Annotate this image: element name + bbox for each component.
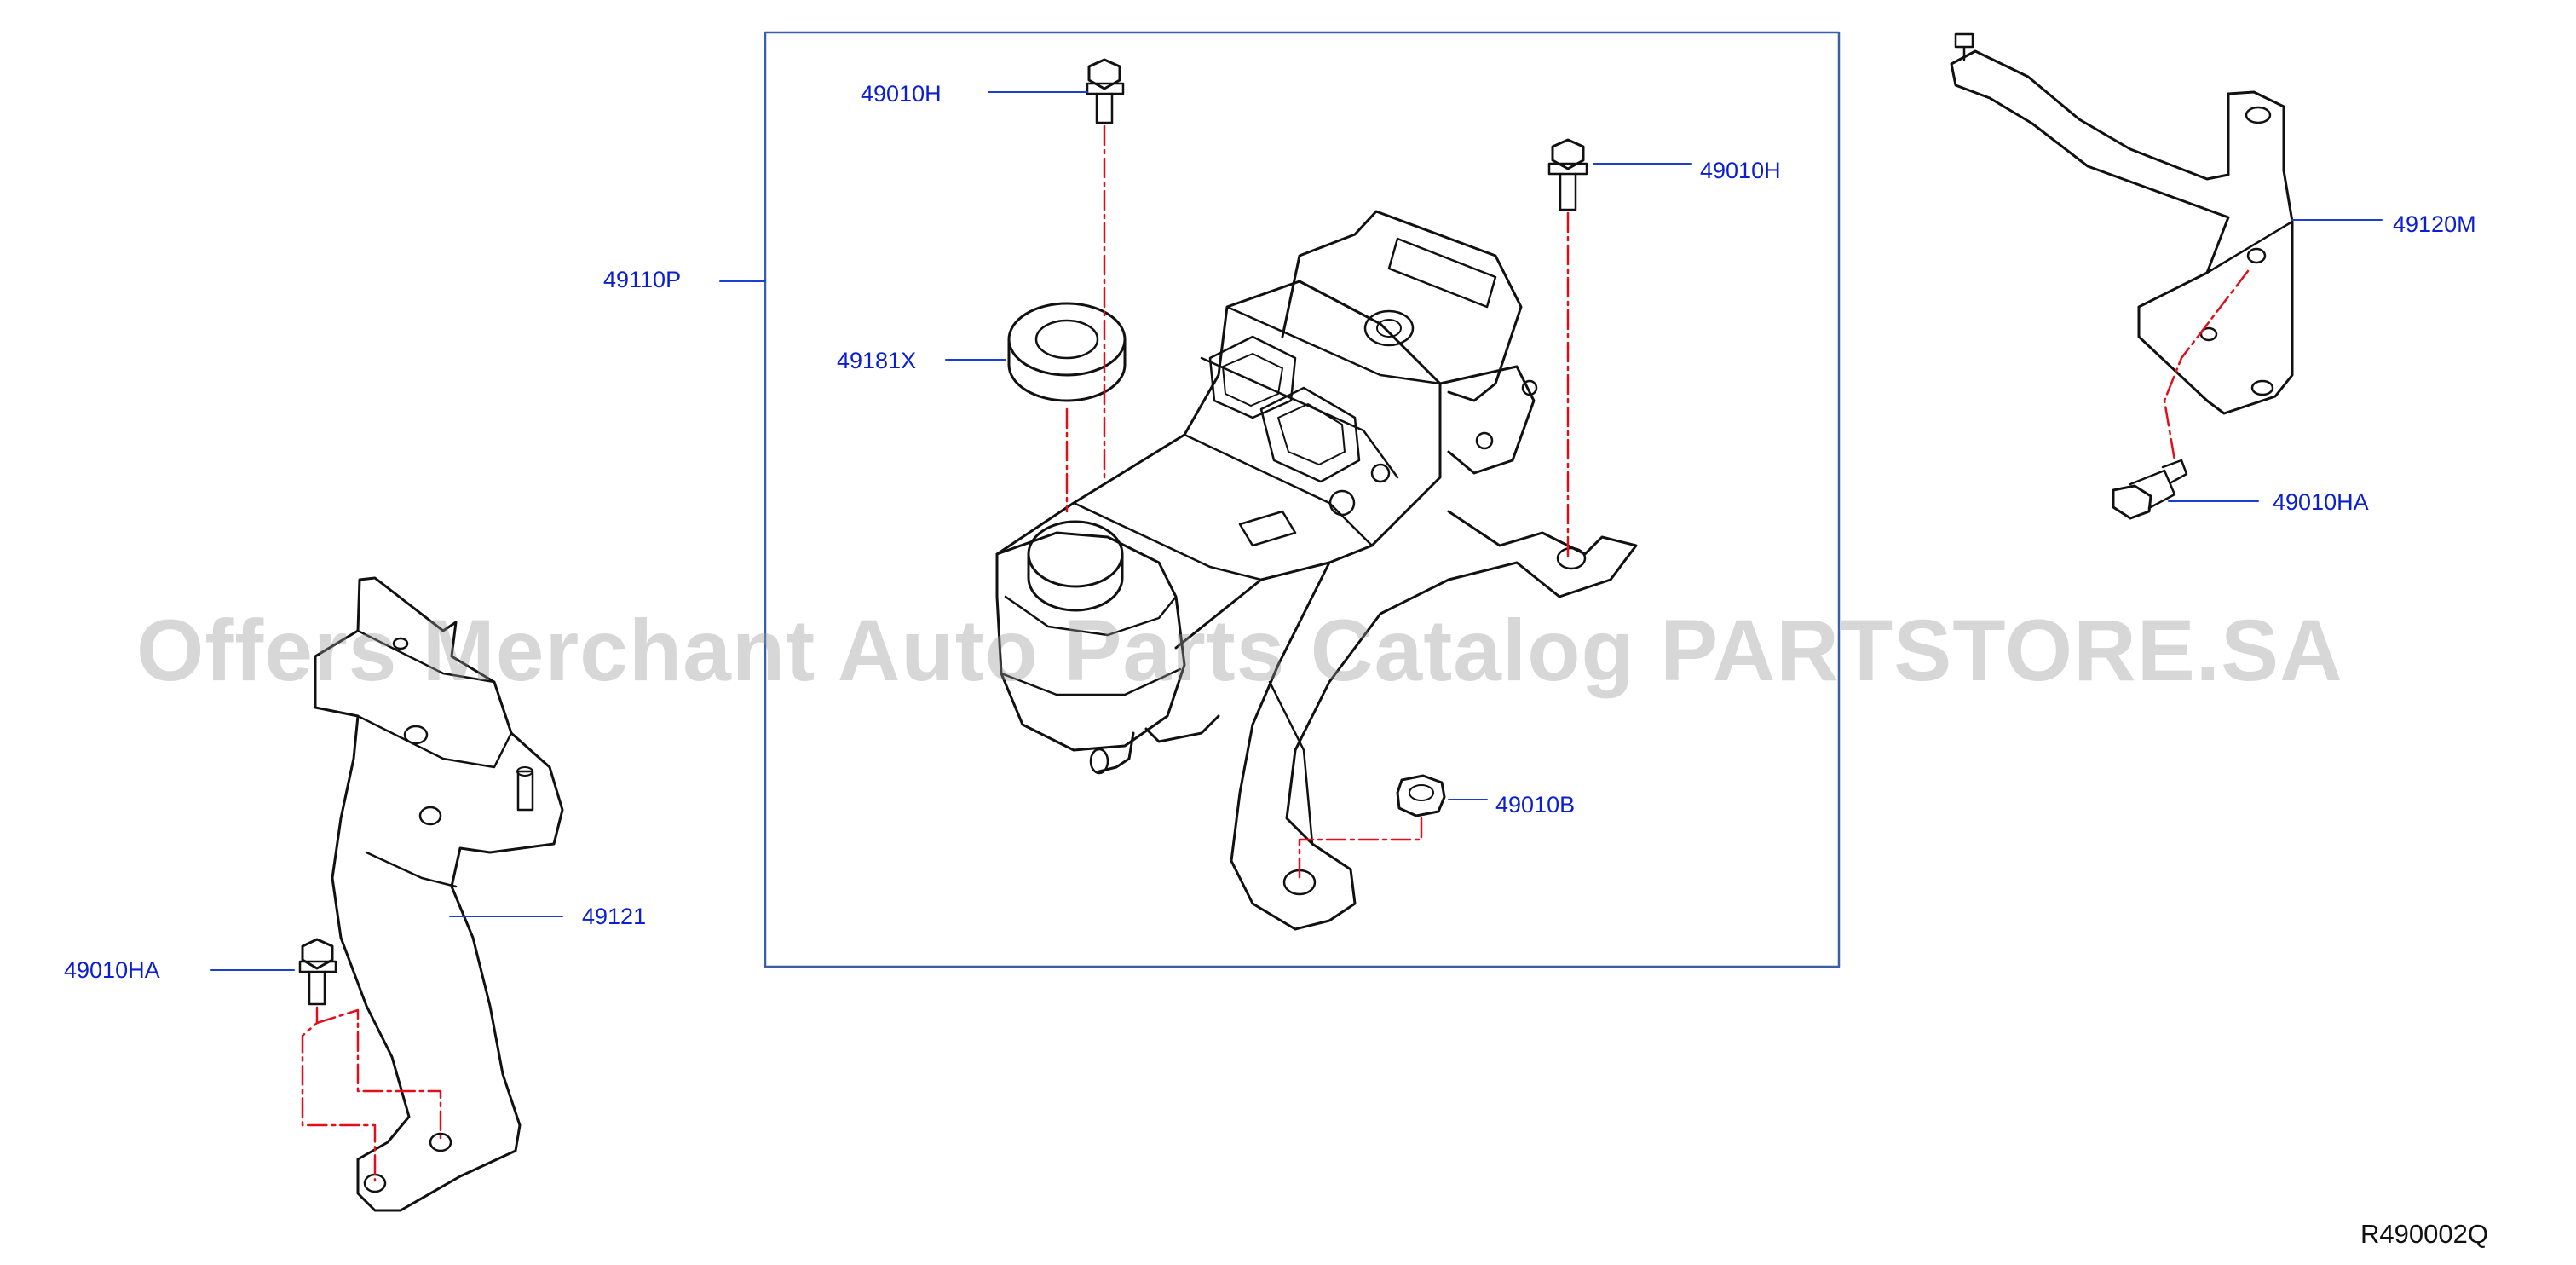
assembly-frame (764, 31, 1841, 968)
bolt-49010H-left (1086, 58, 1125, 124)
callout-49010H-right[interactable]: 49010H (1700, 158, 1781, 183)
callout-49010HA-right[interactable]: 49010HA (2273, 489, 2369, 515)
callout-49010HA-left[interactable]: 49010HA (64, 957, 160, 983)
callout-leaders (210, 91, 2383, 971)
assembly-centerlines (301, 124, 2250, 1182)
bolt-49010H-right (1547, 138, 1588, 211)
drawing-code: R490002Q (2360, 1219, 2488, 1249)
callout-49010H-left[interactable]: 49010H (861, 81, 942, 107)
bolt-49010HA-right (2112, 459, 2188, 520)
bracket-49120M (1950, 32, 2294, 415)
callout-49110P[interactable]: 49110P (603, 267, 682, 292)
abs-actuator-assembly (995, 210, 1638, 931)
callout-49010B[interactable]: 49010B (1495, 792, 1576, 817)
nut-49010B (1396, 774, 1446, 817)
callout-49121[interactable]: 49121 (582, 904, 647, 929)
bracket-49121 (314, 576, 564, 1212)
callout-49181X[interactable]: 49181X (837, 348, 917, 373)
watermark-text: Offers Merchant Auto Parts Catalog PARTS… (136, 602, 2343, 699)
bolt-49010HA-left (298, 938, 337, 1006)
cap-49181X (1007, 302, 1127, 402)
callout-49120M[interactable]: 49120M (2393, 211, 2476, 237)
